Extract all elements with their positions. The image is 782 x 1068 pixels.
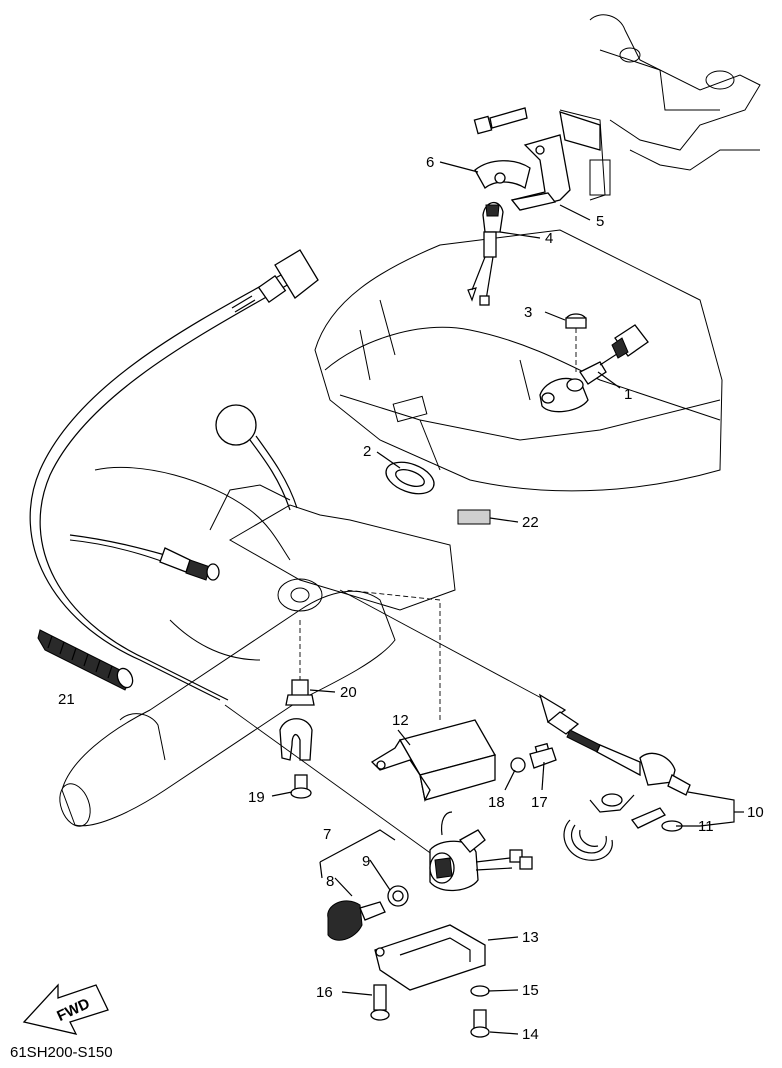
grommet-part-2	[385, 461, 435, 495]
callout-16: 16	[316, 984, 333, 1001]
bolt-part-17	[529, 742, 557, 769]
callout-22: 22	[522, 514, 539, 531]
callout-5: 5	[596, 213, 604, 230]
callout-18: 18	[488, 794, 505, 811]
callout-7: 7	[323, 826, 331, 843]
washer-part-15	[470, 985, 490, 997]
callout-13: 13	[522, 929, 539, 946]
box-part-12	[344, 589, 496, 802]
callout-numbers: 1 2 3 4 5 6 7 8 9 10 11 12 13 14 15 16 1…	[58, 154, 764, 1043]
shift-cable	[69, 534, 220, 581]
key-part-8	[327, 900, 386, 941]
callout-2: 2	[363, 443, 371, 460]
callout-20: 20	[340, 684, 357, 701]
bottom-cowling-outline	[314, 229, 723, 492]
screw-part-19	[290, 774, 312, 799]
stop-switch-part-10	[339, 589, 691, 796]
bolt-top	[473, 107, 528, 135]
callout-21: 21	[58, 691, 75, 708]
leader-lines	[271, 161, 744, 1035]
throttle-cable	[29, 249, 319, 701]
cord-clamp	[279, 718, 313, 761]
diagram-code: 61SH200-S150	[10, 1044, 113, 1061]
callout-3: 3	[524, 304, 532, 321]
callout-6: 6	[426, 154, 434, 171]
callout-11: 11	[698, 818, 714, 835]
callout-17: 17	[531, 794, 548, 811]
callout-12: 12	[392, 712, 409, 729]
callout-19: 19	[248, 789, 265, 806]
fwd-direction-arrow: FWD	[22, 983, 109, 1035]
callout-14: 14	[522, 1026, 539, 1043]
lanyard-part-11	[563, 793, 683, 861]
screw-part-16	[370, 984, 390, 1021]
callout-1: 1	[624, 386, 632, 403]
tiller-handle-outline	[59, 466, 456, 827]
cord-holder-part-20	[285, 620, 315, 706]
callout-8: 8	[326, 873, 334, 890]
callout-4: 4	[545, 230, 553, 247]
cover-part-13	[374, 924, 486, 991]
callout-9: 9	[362, 853, 370, 870]
screw-part-3	[565, 313, 587, 372]
grip-sleeve-part-21	[37, 629, 134, 691]
engine-bracket-outline	[559, 14, 761, 201]
bracket-part-5	[510, 111, 601, 211]
decal-part-22	[457, 509, 491, 525]
neutral-switch-lead-part-4	[467, 201, 504, 306]
ring-part-9	[387, 885, 409, 907]
washer-part-18	[510, 757, 526, 773]
switch-part-1	[539, 324, 649, 413]
screw-part-14	[470, 1009, 490, 1038]
callout-7-bracket	[319, 829, 396, 879]
clamp-part-6	[474, 160, 531, 190]
callout-10: 10	[747, 804, 764, 821]
main-switch-part-7	[224, 704, 533, 892]
shift-lever-knob	[215, 404, 298, 511]
callout-15: 15	[522, 982, 539, 999]
